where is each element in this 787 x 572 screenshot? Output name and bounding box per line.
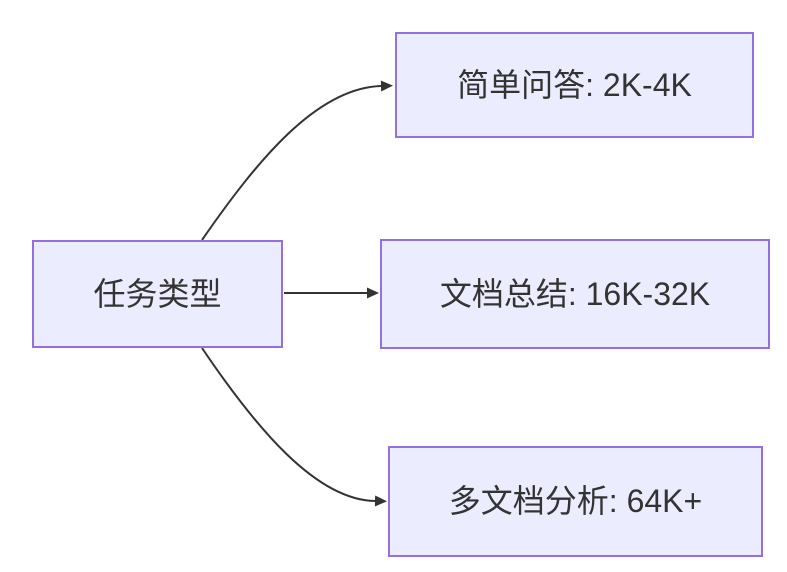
node-multi-doc-analysis: 多文档分析: 64K+ xyxy=(388,446,763,557)
node-task-type-label: 任务类型 xyxy=(93,275,222,312)
node-task-type: 任务类型 xyxy=(32,240,283,348)
node-doc-summary: 文档总结: 16K-32K xyxy=(380,239,770,349)
edge-task-type-to-simple-qa xyxy=(201,80,393,241)
node-simple-qa-label: 简单问答: 2K-4K xyxy=(457,66,692,103)
node-doc-summary-label: 文档总结: 16K-32K xyxy=(439,275,711,312)
edge-task-type-to-multi-doc-analysis xyxy=(201,347,387,507)
node-simple-qa: 简单问答: 2K-4K xyxy=(395,32,754,138)
node-multi-doc-analysis-label: 多文档分析: 64K+ xyxy=(448,483,703,520)
